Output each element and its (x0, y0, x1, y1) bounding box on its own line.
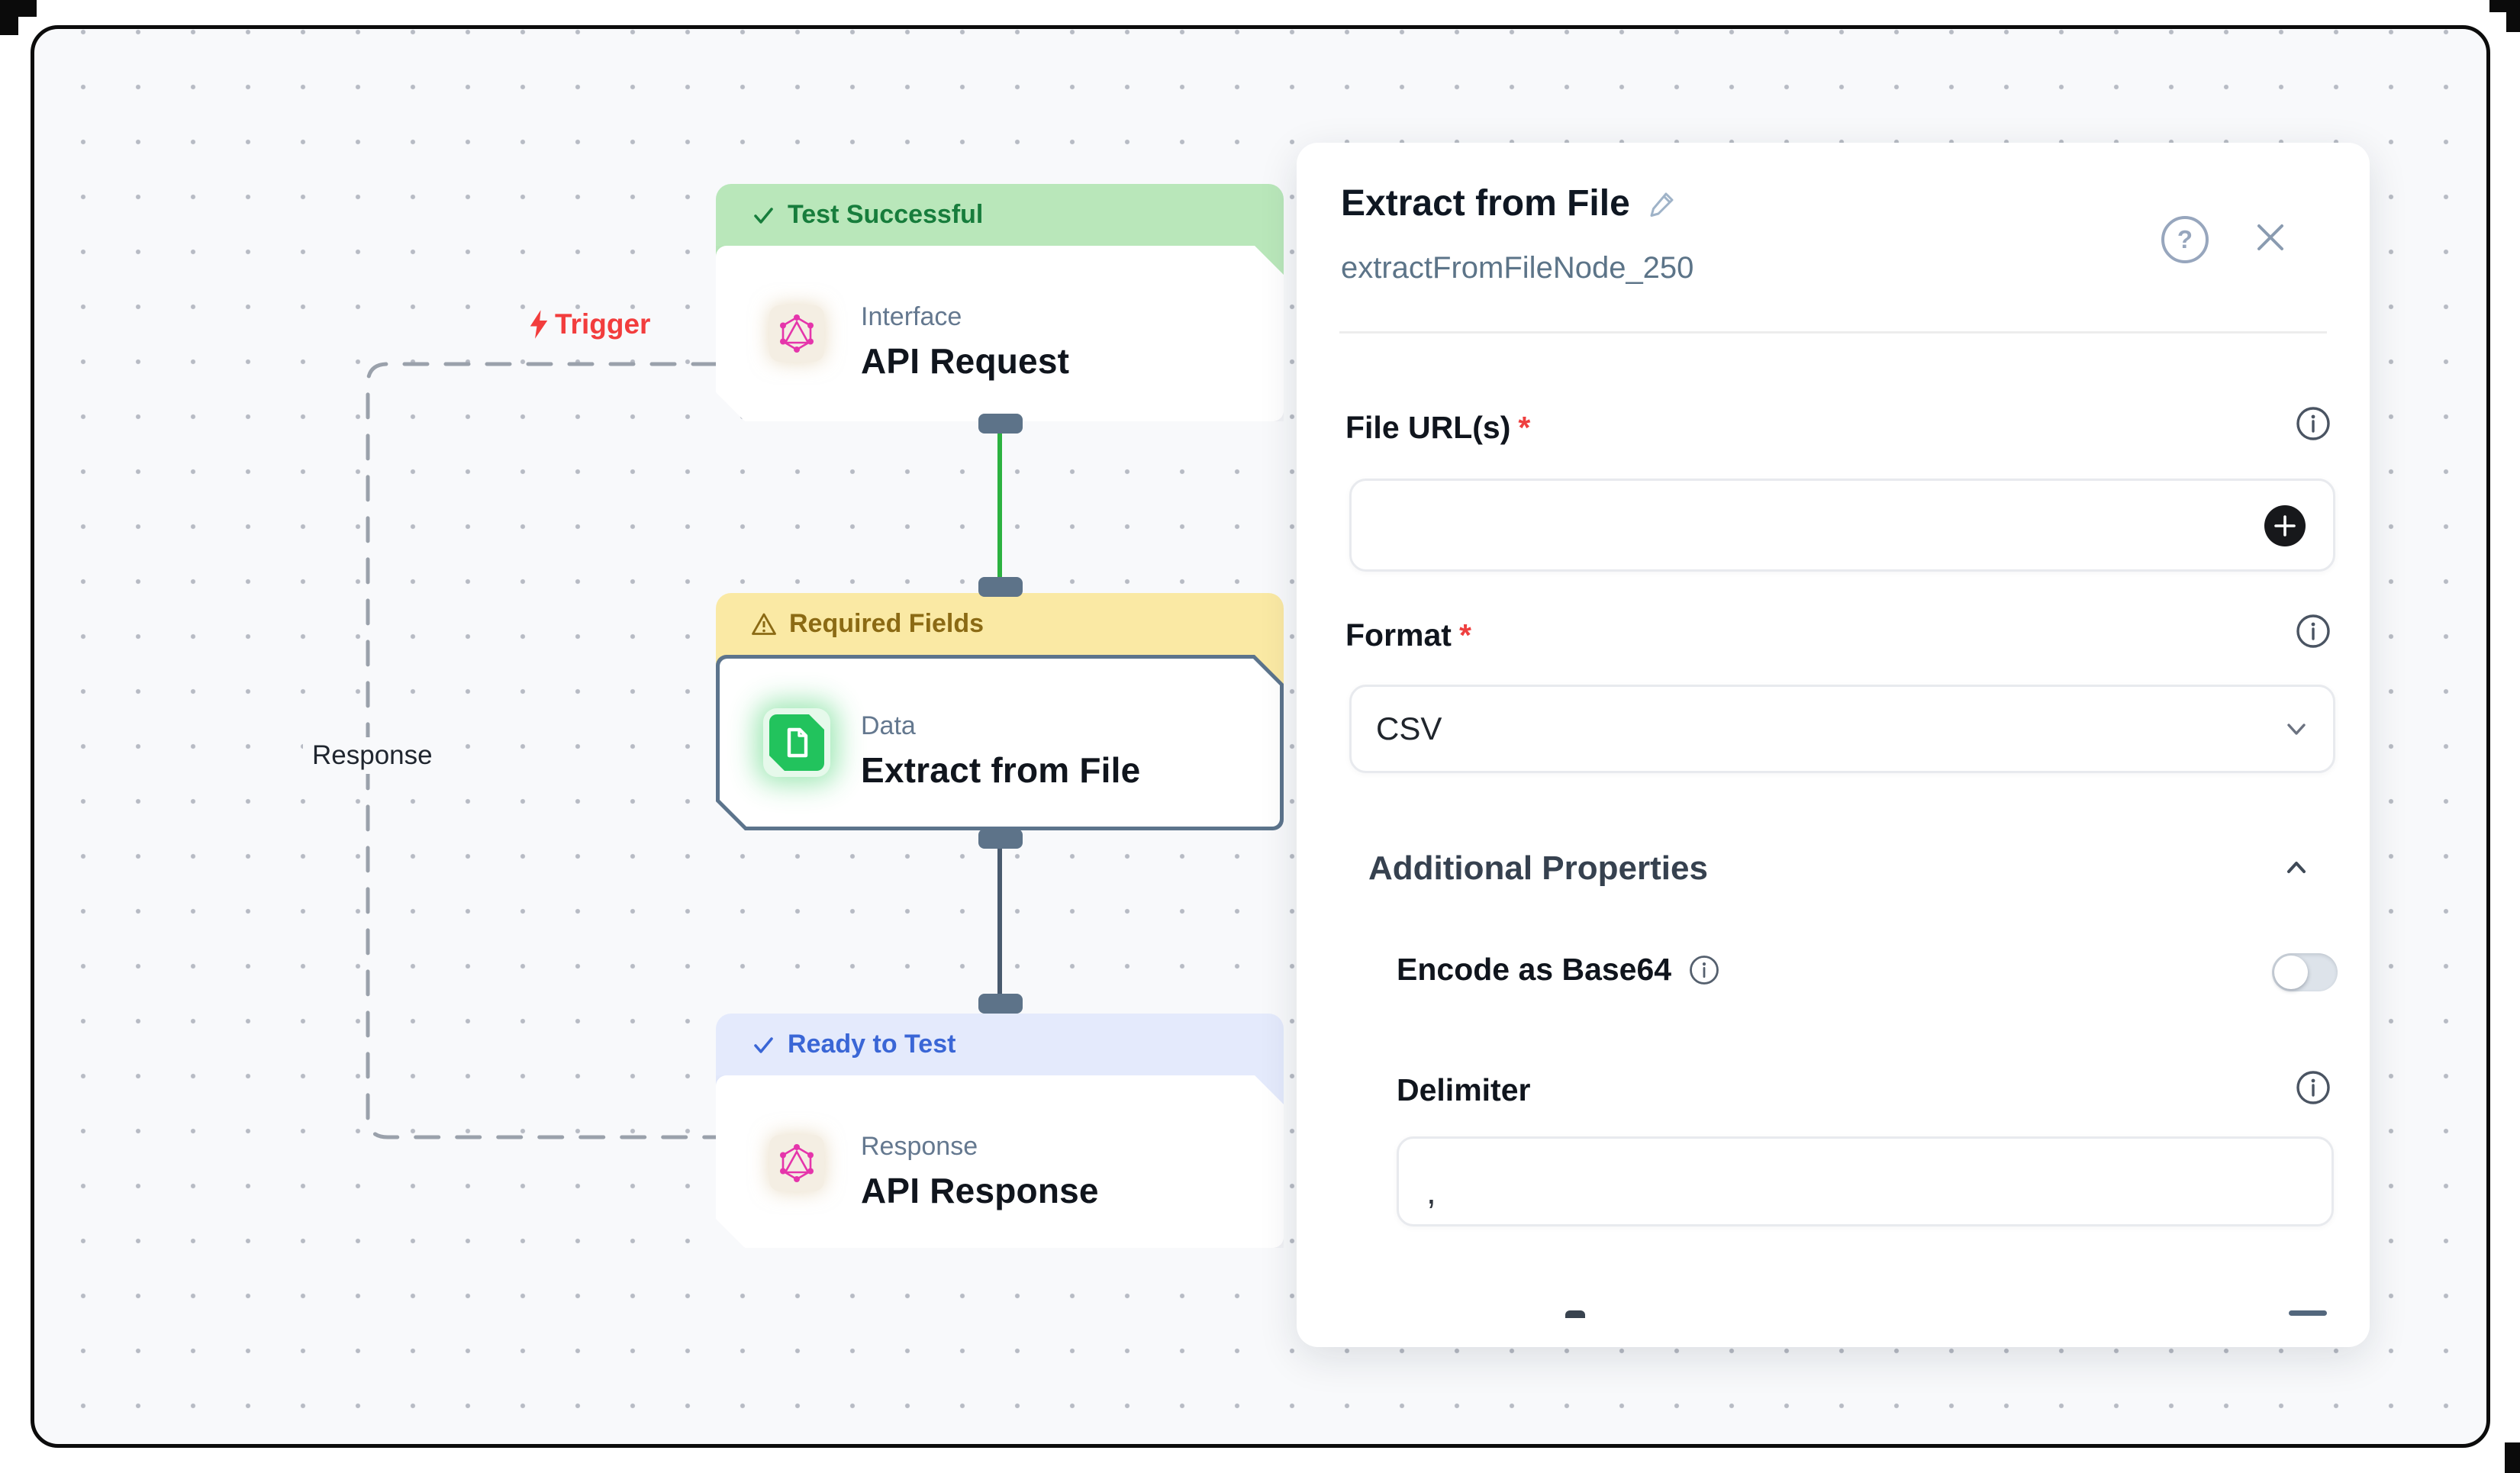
toggle-knob (2274, 956, 2308, 989)
encode-base64-toggle[interactable] (2272, 953, 2338, 991)
add-file-url-button[interactable] (2264, 505, 2306, 546)
node-api-response[interactable]: Ready to Test Response API Response (716, 1014, 1284, 1248)
connector-handle-node2-top[interactable] (978, 577, 1023, 597)
check-icon (754, 1036, 773, 1053)
edge-label-response: Response (303, 737, 442, 774)
delimiter-info-icon[interactable] (2295, 1069, 2331, 1106)
node-api-request[interactable]: Test Successful Interface API Request (716, 184, 1284, 421)
node-title: API Request (861, 341, 1070, 381)
format-label: Format* (1345, 617, 1471, 653)
node-properties-panel: Extract from File ? extractFromFileNode_… (1297, 143, 2370, 1347)
encode-base64-info-icon[interactable] (1688, 954, 1720, 986)
help-button[interactable]: ? (2161, 216, 2209, 263)
edit-pencil-icon[interactable] (1645, 187, 1679, 221)
node-title: API Response (861, 1171, 1099, 1210)
encode-base64-label: Encode as Base64 (1397, 952, 1720, 988)
close-button[interactable] (2252, 219, 2289, 256)
file-icon (769, 714, 824, 771)
node-status-text: Test Successful (788, 200, 984, 229)
node-card-selected[interactable]: Data Extract from File (716, 655, 1284, 830)
plus-icon (2274, 515, 2296, 537)
crop-mark-bottom-right (2505, 1442, 2520, 1473)
format-select[interactable]: CSV (1349, 685, 2335, 773)
crop-mark-top-right-2 (2489, 0, 2520, 12)
check-icon (754, 207, 773, 224)
file-urls-label: File URL(s)* (1345, 410, 1531, 445)
file-urls-input[interactable] (1349, 479, 2335, 572)
node-status-text: Ready to Test (788, 1030, 956, 1059)
connector-handle-node3-top[interactable] (978, 994, 1023, 1014)
edge-label-trigger: Trigger (527, 308, 650, 340)
connector-handle-node2-bottom[interactable] (978, 829, 1023, 849)
node-card[interactable]: Interface API Request (716, 246, 1284, 421)
node-category: Data (861, 711, 916, 740)
workflow-canvas[interactable]: Trigger Response Test Successful (31, 25, 2490, 1448)
close-icon (2257, 224, 2283, 250)
node-id: extractFromFileNode_250 (1341, 251, 1694, 285)
warning-icon (752, 613, 776, 635)
delimiter-value: , (1426, 1172, 1436, 1211)
chevron-up-icon (2287, 862, 2306, 873)
delimiter-label: Delimiter (1397, 1072, 1531, 1107)
node-extract-from-file[interactable]: Required Fields Data Extract from File (716, 593, 1284, 835)
delimiter-input[interactable]: , (1397, 1136, 2334, 1226)
partial-next-field-control (2289, 1310, 2327, 1316)
node-category: Interface (861, 302, 962, 331)
collapse-section-button[interactable] (2280, 851, 2313, 885)
node-status-text: Required Fields (789, 609, 984, 638)
divider (1339, 331, 2327, 334)
node-title: Extract from File (861, 750, 1141, 790)
node-card[interactable]: Response API Response (716, 1075, 1284, 1248)
node-category: Response (861, 1132, 978, 1161)
graphql-icon (769, 1135, 824, 1191)
format-info-icon[interactable] (2295, 613, 2331, 649)
edge-node1-node2 (997, 429, 1002, 585)
file-urls-info-icon[interactable] (2295, 405, 2331, 442)
edge-node2-node3 (997, 843, 1002, 1000)
format-value: CSV (1376, 711, 1442, 746)
additional-properties-header[interactable]: Additional Properties (1368, 849, 1708, 887)
partial-next-field-text (1565, 1310, 1585, 1318)
crop-mark-top-left-2 (0, 0, 18, 35)
lightning-icon (530, 310, 548, 339)
graphql-icon (769, 305, 824, 362)
chevron-down-icon (2287, 724, 2306, 735)
panel-title: Extract from File (1341, 182, 1679, 224)
connector-handle-node1-bottom[interactable] (978, 414, 1023, 434)
